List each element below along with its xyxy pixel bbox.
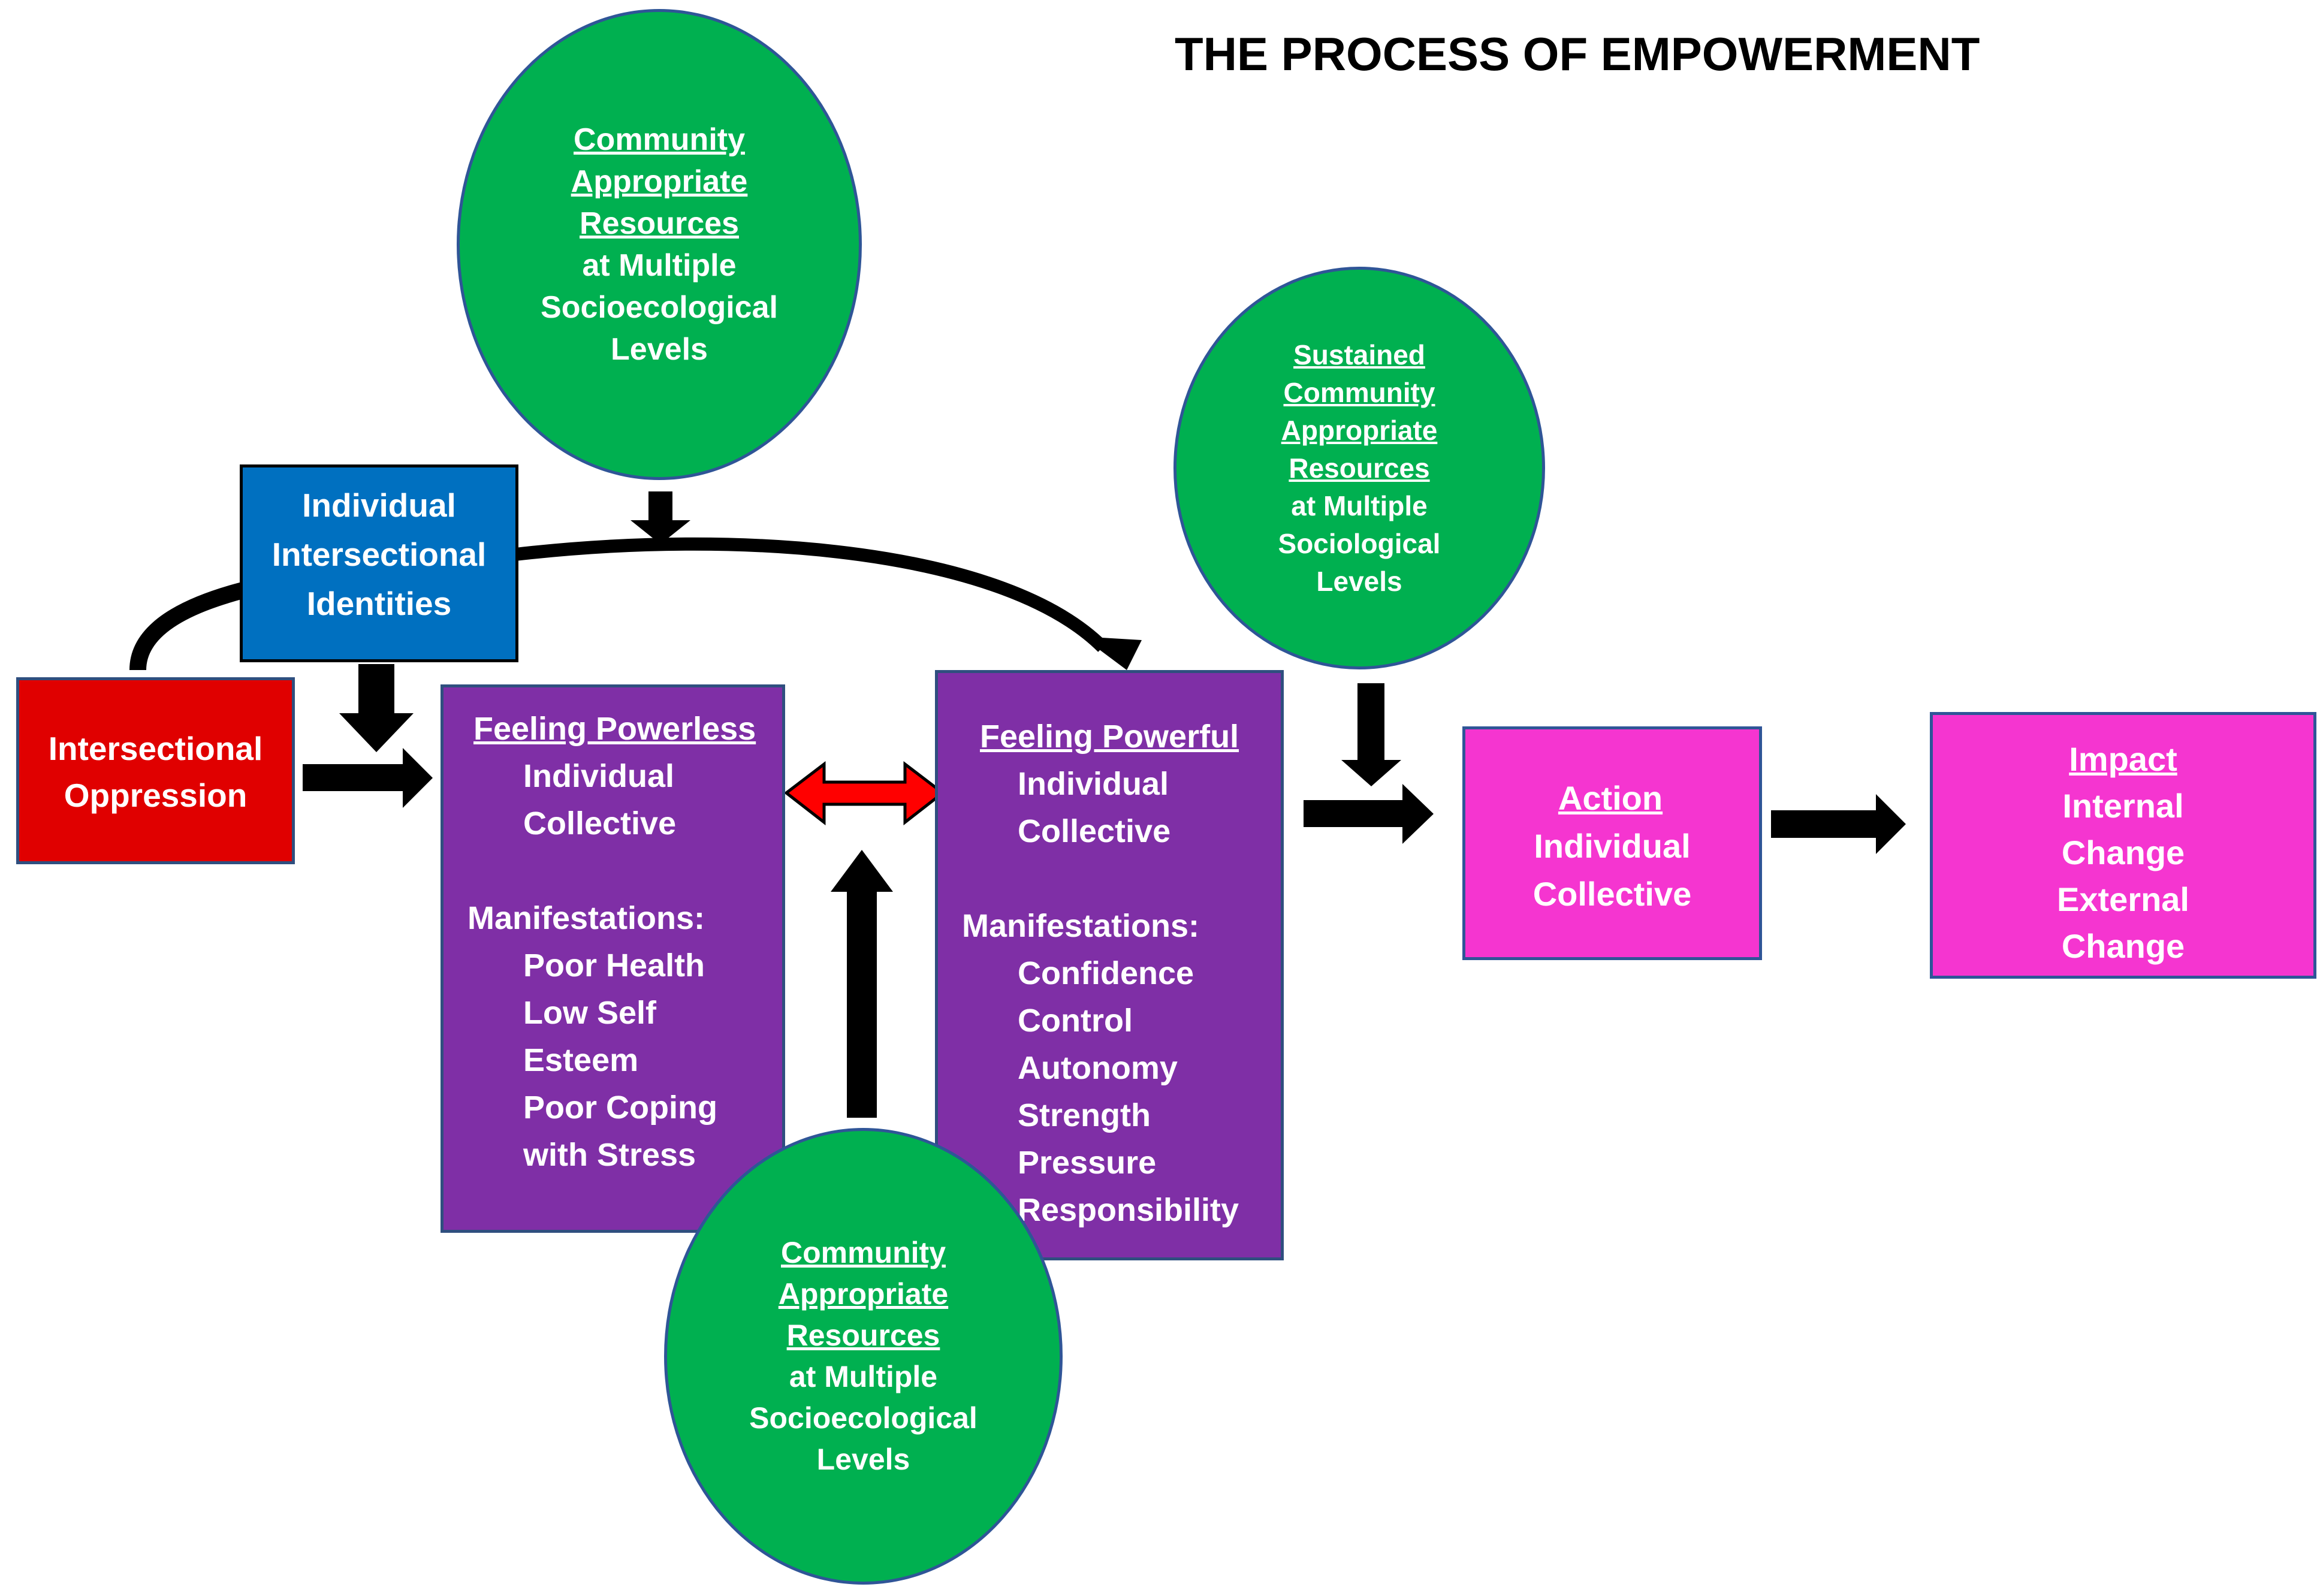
sustained-line-1: Sustained (1293, 339, 1425, 370)
identities-line-1: Individual (302, 487, 456, 524)
action-line-collective: Collective (1532, 875, 1692, 913)
diagram-title: THE PROCESS OF EMPOWERMENT (1175, 28, 1980, 80)
arc-to-powerful-arrow (514, 537, 1108, 652)
sustained-line-3: Appropriate (1281, 414, 1438, 446)
impact-line: External (2057, 880, 2189, 918)
identities-line-2: Intersectional (271, 536, 487, 573)
up-arrow-bottom (831, 850, 893, 1118)
powerful-item: Confidence (1018, 955, 1194, 991)
impact-box: Impact Internal Change External Change (1930, 712, 2316, 979)
impact-line: Change (2061, 834, 2185, 871)
impact-line: Internal (2062, 787, 2184, 825)
community-bottom-line-3: Resources (786, 1319, 940, 1352)
community-top-line-6: Levels (611, 332, 708, 367)
powerful-item: Responsibility (1018, 1192, 1239, 1228)
sustained-line-6: Sociological (1278, 527, 1441, 559)
powerful-item: Control (1018, 1003, 1133, 1039)
oppression-line-1: Intersectional (48, 730, 263, 767)
community-resources-top-circle: Community Appropriate Resources at Multi… (457, 9, 862, 480)
community-resources-bottom-circle: Community Appropriate Resources at Multi… (664, 1128, 1063, 1585)
community-bottom-line-5: Socioecological (749, 1401, 978, 1435)
powerless-item: Poor Health (523, 948, 705, 983)
sustained-line-7: Levels (1316, 565, 1402, 597)
right-arrow-to-action (1304, 784, 1434, 844)
community-top-line-3: Resources (580, 206, 739, 241)
powerless-manifestations-label: Manifestations: (467, 900, 705, 936)
intersectional-oppression-box: Intersectional Oppression (16, 677, 295, 864)
powerless-item: Low Self (523, 995, 657, 1031)
right-arrow-oppression (303, 748, 433, 808)
powerless-item: with Stress (523, 1137, 696, 1173)
identities-line-3: Identities (306, 585, 452, 622)
community-bottom-line-4: at Multiple (789, 1360, 938, 1393)
powerful-type-collective: Collective (1018, 813, 1171, 849)
arc-arrowhead (1082, 636, 1142, 670)
sustained-resources-circle: Sustained Community Appropriate Resource… (1173, 267, 1545, 669)
sustained-line-2: Community (1283, 376, 1435, 408)
down-arrow-sustained (1341, 683, 1401, 786)
powerful-item: Strength (1018, 1097, 1151, 1133)
sustained-line-4: Resources (1289, 452, 1430, 484)
community-top-line-4: at Multiple (582, 248, 737, 283)
impact-heading: Impact (2069, 740, 2177, 778)
community-top-line-2: Appropriate (571, 164, 748, 199)
down-arrow-identities (339, 664, 414, 752)
powerless-item: Poor Coping (523, 1090, 717, 1126)
community-bottom-line-1: Community (781, 1236, 946, 1269)
powerless-type-individual: Individual (523, 758, 675, 794)
powerful-item: Autonomy (1018, 1050, 1178, 1086)
action-box: Action Individual Collective (1462, 726, 1762, 960)
double-arrow (783, 761, 946, 826)
powerful-heading: Feeling Powerful (980, 719, 1239, 755)
right-arrow-to-impact (1771, 794, 1906, 854)
powerful-type-individual: Individual (1018, 766, 1169, 802)
powerful-item: Pressure (1018, 1145, 1157, 1181)
action-line-individual: Individual (1534, 827, 1691, 865)
individual-intersectional-identities-box: Individual Intersectional Identities (240, 464, 518, 662)
down-arrow-top (630, 491, 690, 544)
feeling-powerless-box: Feeling Powerless Individual Collective … (441, 684, 785, 1233)
powerless-heading: Feeling Powerless (473, 711, 756, 747)
powerless-item: Esteem (523, 1042, 639, 1078)
community-bottom-line-6: Levels (816, 1443, 910, 1476)
community-bottom-line-2: Appropriate (778, 1277, 949, 1311)
action-heading: Action (1558, 779, 1663, 817)
sustained-line-5: at Multiple (1291, 490, 1428, 521)
oppression-identities-connector (129, 582, 245, 671)
powerless-type-collective: Collective (523, 805, 677, 841)
community-top-line-5: Socioecological (541, 290, 778, 325)
powerful-manifestations-label: Manifestations: (962, 908, 1200, 944)
impact-line: Change (2061, 927, 2185, 965)
feeling-powerful-box: Feeling Powerful Individual Collective M… (935, 670, 1284, 1260)
community-top-line-1: Community (574, 122, 745, 157)
oppression-line-2: Oppression (64, 777, 248, 814)
